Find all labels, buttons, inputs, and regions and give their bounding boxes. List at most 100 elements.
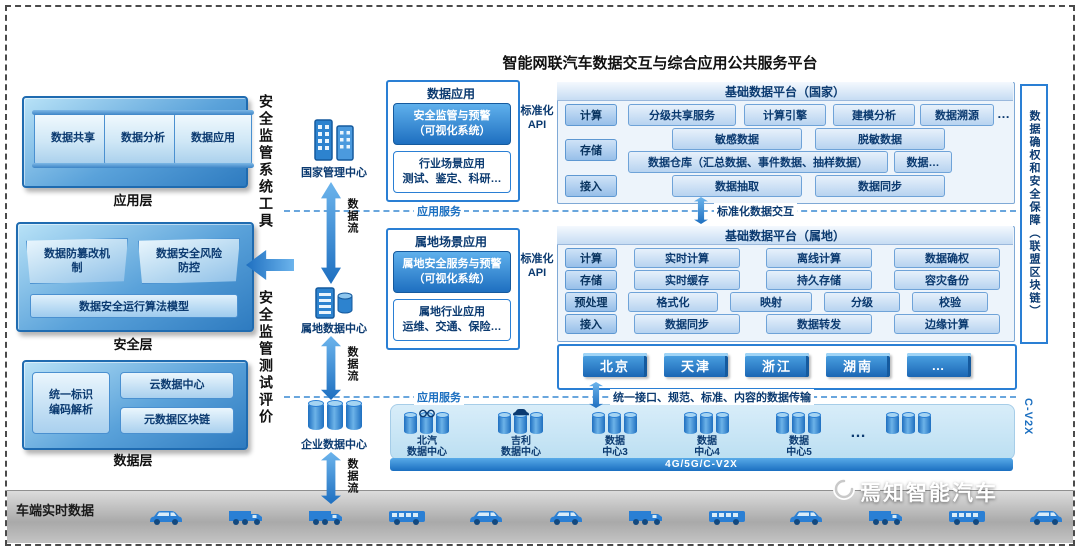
enterprise-center-label: 企业数据中心 — [301, 439, 367, 451]
enterprise-center-icon — [308, 400, 362, 430]
car-icon — [548, 508, 584, 531]
supervision-tools-vertical-label: 安全监管系统工具 — [258, 94, 274, 230]
data-application-header: 数据应用 — [426, 87, 475, 101]
database-cylinder — [346, 400, 362, 430]
local-access-label: 接入 — [565, 314, 617, 334]
car-icon — [468, 508, 504, 531]
supervision-test-vertical-label: 安全监管测试评价 — [258, 290, 274, 426]
app-service-label-1: 应用服务 — [414, 203, 464, 219]
datacenter-icon — [776, 412, 821, 434]
car-icon — [788, 508, 824, 531]
local-center-label: 属地数据中心 — [301, 323, 367, 335]
application-layer-label: 应用层 — [113, 193, 153, 208]
safety-warning-line1: 安全监管与预警 — [413, 110, 491, 123]
datacenter-icon — [592, 412, 637, 434]
cv2x-vertical-label: C-V2X — [1022, 398, 1034, 436]
local-safety-button: 属地安全服务与预警 （可视化系统） — [393, 251, 511, 293]
compute-more-dots: … — [997, 106, 1010, 121]
app-service-label-2: 应用服务 — [414, 389, 464, 405]
metadata-blockchain-box: 元数据区块链 — [120, 407, 234, 434]
security-algorithm-bar: 数据安全运行算法模型 — [30, 294, 238, 318]
local-storage-label: 存储 — [565, 270, 617, 290]
bus-icon — [948, 508, 986, 531]
access-item: 数据抽取 — [672, 175, 802, 197]
tamper-proof-flag: 数据防篡改机制 — [26, 238, 128, 284]
local-access-item: 数据转发 — [766, 314, 872, 334]
industry-scenario-button: 行业场景应用 测试、鉴定、科研… — [393, 151, 511, 193]
storage-item: 脱敏数据 — [815, 128, 945, 150]
local-access-item: 边缘计算 — [894, 314, 1000, 334]
standard-exchange-label: 标准化数据交互 — [714, 203, 797, 219]
datacenter-icon — [886, 412, 931, 434]
truck-icon — [228, 508, 266, 531]
data-analysis-scroll: 数据分析 — [102, 110, 184, 168]
data-flow-label-2: 数据流 — [346, 346, 358, 382]
standard-api-label-1: 标准化 API — [520, 105, 554, 132]
local-storage-item: 持久存储 — [766, 270, 872, 290]
local-safety-line2: （可视化系统） — [413, 273, 491, 285]
safety-warning-line2: （可视化系统） — [413, 125, 491, 137]
local-center-icon — [314, 284, 354, 325]
local-scenario-header: 属地场景应用 — [414, 235, 487, 249]
storage-more-item: 数据… — [894, 151, 952, 173]
data-layer-label: 数据层 — [113, 453, 153, 468]
safety-warning-button: 安全监管与预警 （可视化系统） — [393, 103, 511, 145]
local-storage-item: 实时缓存 — [634, 270, 740, 290]
local-industry-button: 属地行业应用 运维、交通、保险… — [393, 299, 511, 341]
database-cylinder — [327, 400, 343, 430]
truck-icon — [628, 508, 666, 531]
blockchain-sidebar: 数据确权和安全保障（联盟区块链） — [1020, 84, 1048, 344]
storage-row-label: 存储 — [565, 139, 617, 161]
glasses-icon — [419, 405, 435, 423]
local-preprocess-item: 格式化 — [628, 292, 718, 312]
datacenter-label: 数据 中心5 — [786, 436, 812, 458]
storage-item: 敏感数据 — [672, 128, 802, 150]
compute-item: 数据溯源 — [920, 104, 994, 126]
vehicle-data-label: 车端实时数据 — [16, 503, 95, 518]
page-border — [5, 5, 1075, 546]
unified-transport-label: 统一接口、规范、标准、内容的数据传输 — [610, 389, 814, 405]
datacenter-icon — [684, 412, 729, 434]
local-access-item: 数据同步 — [634, 314, 740, 334]
standard-api-label-2: 标准化 API — [520, 253, 554, 280]
region-cube-zhejiang: 浙江 — [745, 353, 809, 377]
local-industry-line1: 属地行业应用 — [419, 306, 485, 319]
risk-control-flag: 数据安全风险防控 — [138, 238, 240, 284]
compute-item: 分级共享服务 — [628, 104, 736, 126]
local-platform-title: 基础数据平台（属地） — [557, 226, 1013, 245]
compute-item: 计算引擎 — [744, 104, 826, 126]
local-safety-line1: 属地安全服务与预警 — [402, 258, 502, 271]
data-app-scroll: 数据应用 — [172, 110, 254, 168]
local-preprocess-item: 校验 — [912, 292, 988, 312]
security-layer-label: 安全层 — [113, 337, 153, 352]
car-icon — [1028, 508, 1064, 531]
national-center-icon — [310, 116, 358, 167]
region-cube-hunan: 湖南 — [826, 353, 890, 377]
local-preprocess-label: 预处理 — [565, 292, 617, 312]
data-flow-label-1: 数据流 — [346, 198, 358, 234]
access-row-label: 接入 — [565, 175, 617, 197]
region-cube-beijing: 北京 — [583, 353, 647, 377]
storage-warehouse-item: 数据仓库（汇总数据、事件数据、抽样数据） — [628, 151, 888, 173]
network-bar: 4G/5G/C-V2X — [390, 458, 1013, 471]
watermark-text: 焉知智能汽车 — [860, 482, 998, 505]
data-share-scroll: 数据共享 — [32, 110, 114, 168]
local-compute-item: 离线计算 — [766, 248, 872, 268]
local-compute-item: 数据确权 — [894, 248, 1000, 268]
database-cylinder — [308, 400, 324, 430]
datacenter-label: 吉利 数据中心 — [501, 436, 541, 458]
region-cube-more: … — [907, 353, 971, 377]
local-storage-item: 容灾备份 — [894, 270, 1000, 290]
local-preprocess-item: 分级 — [824, 292, 900, 312]
national-platform-title: 基础数据平台（国家） — [557, 82, 1013, 101]
data-flow-label-3: 数据流 — [346, 458, 358, 494]
local-compute-label: 计算 — [565, 248, 617, 268]
service-divider-1 — [284, 210, 1016, 212]
datacenter-label: 数据 中心4 — [694, 436, 720, 458]
compute-row-label: 计算 — [565, 104, 617, 126]
yanzhi-logo — [832, 477, 856, 506]
truck-icon — [868, 508, 906, 531]
cloud-datacenter-box: 云数据中心 — [120, 372, 234, 399]
industry-scenario-line1: 行业场景应用 — [419, 158, 485, 171]
